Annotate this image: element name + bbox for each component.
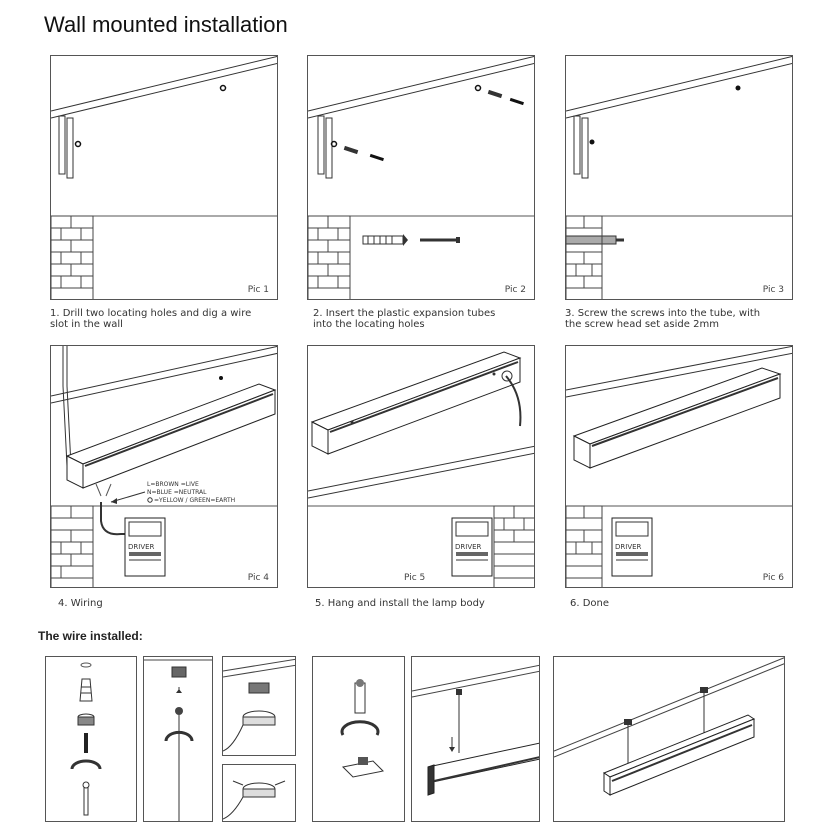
mounting-bracket-icon [341,757,385,778]
step-2-illustration [308,56,534,299]
pic-label: Pic 6 [762,573,784,583]
earth-symbol-icon [147,497,153,503]
brick-wall-icon [51,215,94,299]
brick-wall-icon [308,215,351,299]
connector-detail-top-panel [222,656,296,756]
suspension-parts-illustration [340,679,385,778]
ceiling-cup-icon [77,713,95,726]
brick-wall-icon [566,505,603,587]
pic-label: Pic 3 [762,285,784,295]
step-1-caption: 1. Drill two locating holes and dig a wi… [50,308,252,330]
step-3-illustration [566,56,792,299]
lamp-body-icon [310,351,522,455]
brick-wall-icon [51,505,94,587]
lamp-body-icon [572,367,782,469]
connector-detail-bottom-illustration [223,780,286,820]
wiring-legend-live: L=BROWN =LIVE [147,481,199,488]
brick-wall-icon [566,215,603,299]
step-6-panel: DRIVER Pic 6 [565,345,793,588]
step-2-caption: 2. Insert the plastic expansion tubes in… [313,308,496,330]
driver-label: DRIVER [128,543,155,551]
step-5-illustration: DRIVER [308,351,534,587]
step-6-caption: 6. Done [570,598,610,609]
hanging-lamp-full-illustration [554,657,784,796]
wire-parts-illustration [70,662,102,816]
step-1-panel: Pic 1 [50,55,278,300]
driver-box-icon: DRIVER [611,517,653,577]
pic-label: Pic 1 [247,285,269,295]
connector-detail-top-illustration [223,658,295,752]
step-3-panel: Pic 3 [565,55,793,300]
hanging-lamp-full-panel [553,656,785,822]
step-6-illustration: DRIVER [566,346,792,587]
step-1-illustration [51,56,277,299]
suspension-parts-panel [312,656,405,822]
pic-label: Pic 4 [247,573,269,583]
wire-section-title: The wire installed: [38,629,143,643]
pic-label: Pic 5 [404,573,426,583]
hanging-lamp-side-illustration [412,664,539,796]
step-4-illustration: L=BROWN =LIVE N=BLUE =NEUTRAL =YELLOW / … [51,346,277,587]
wiring-legend-neutral: N=BLUE =NEUTRAL [147,489,207,496]
wire-parts-panel [45,656,137,822]
ceiling-cable-panel [143,656,213,822]
step-4-panel: L=BROWN =LIVE N=BLUE =NEUTRAL =YELLOW / … [50,345,278,588]
wire-pin-icon [82,781,90,816]
lamp-body-icon [427,742,539,796]
step-3-caption: 3. Screw the screws into the tube, with … [565,308,761,330]
step-2-panel: Pic 2 [307,55,535,300]
brick-wall-icon [493,505,534,587]
lamp-body-icon [602,714,756,796]
connector-detail-bottom-panel [222,764,296,822]
screw-icon [84,733,88,753]
driver-box-icon: DRIVER [451,517,493,577]
step-5-caption: 5. Hang and install the lamp body [315,598,485,609]
screw-icon [420,237,460,243]
clip-icon [70,759,102,770]
driver-label: DRIVER [455,543,482,551]
hanging-lamp-side-panel [411,656,540,822]
wiring-legend-earth: =YELLOW / GREEN=EARTH [154,497,235,504]
pic-label: Pic 2 [504,285,526,295]
lamp-body-icon [65,383,277,489]
page-title: Wall mounted installation [44,12,288,37]
driver-label: DRIVER [615,543,642,551]
step-5-panel: DRIVER Pic 5 [307,345,535,588]
expansion-tube-icon [362,234,408,246]
step-4-caption: 4. Wiring [58,598,103,609]
screw-in-wall-icon [566,235,624,245]
anchor-icon [79,678,93,702]
ceiling-cable-illustration [144,659,212,821]
driver-box-icon: DRIVER [124,517,166,577]
